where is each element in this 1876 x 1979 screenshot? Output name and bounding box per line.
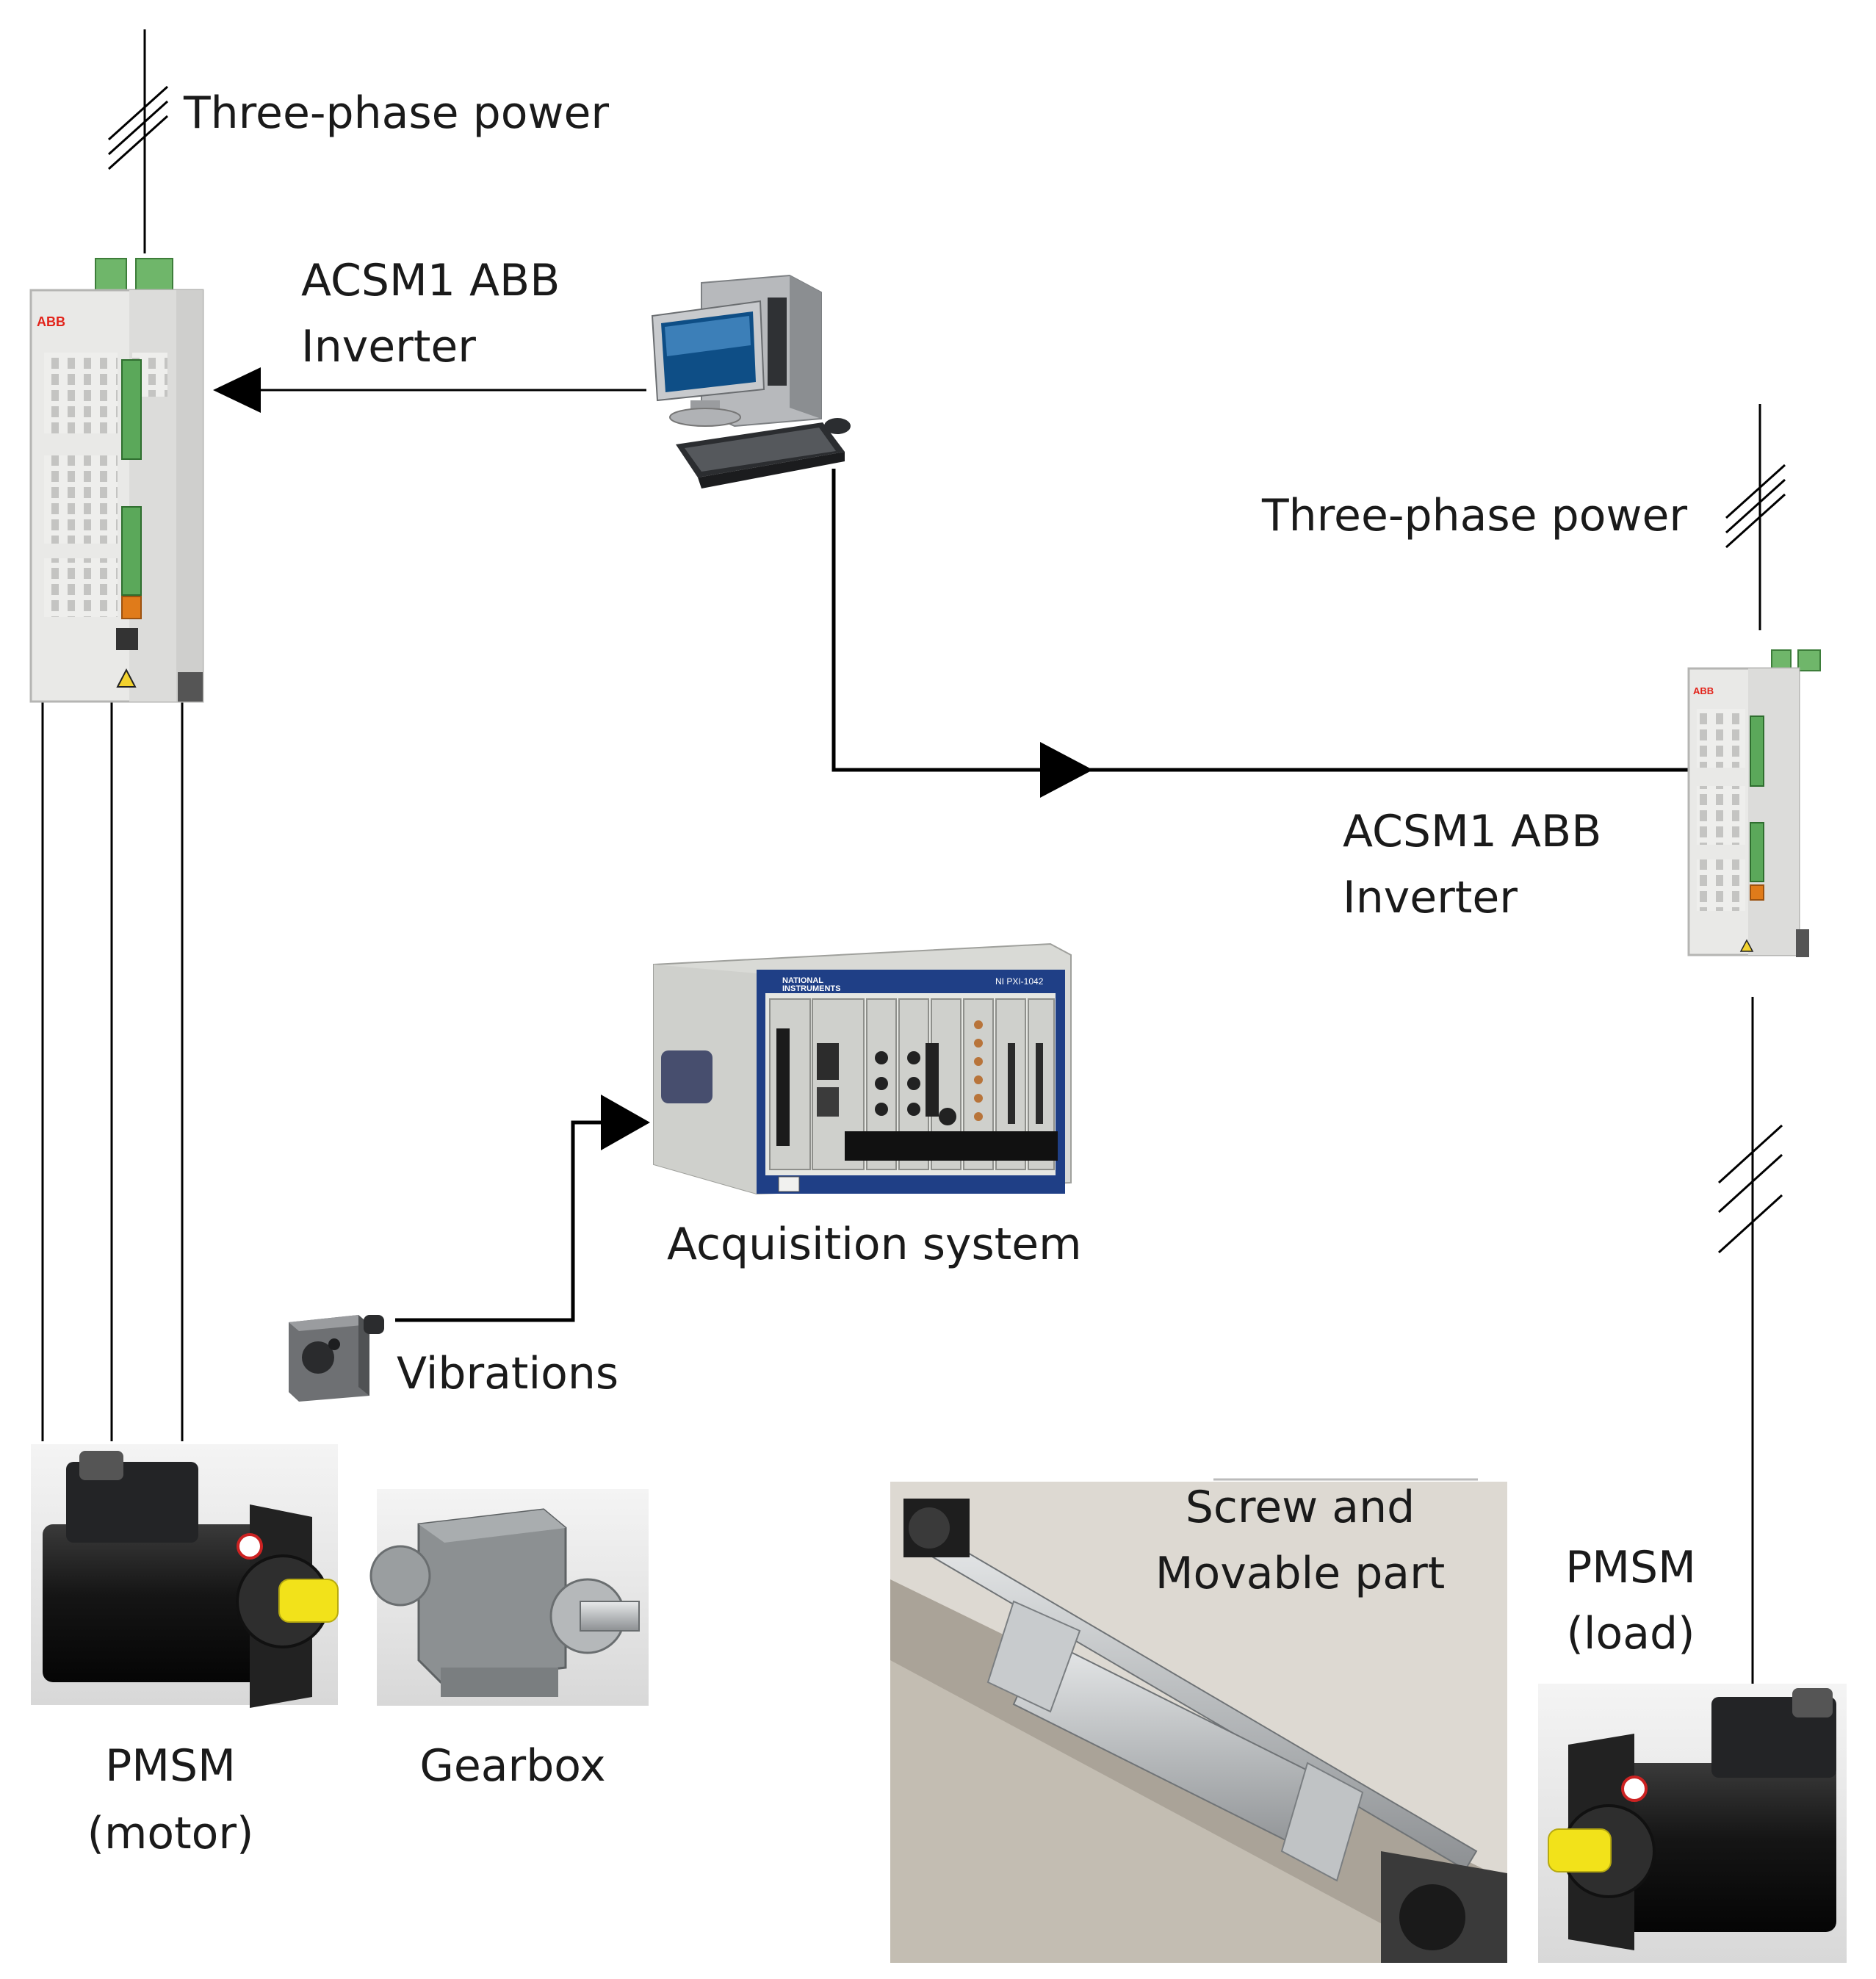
arrowhead-acquisition [601, 1095, 650, 1150]
pmsm-motor-label-line2: (motor) [87, 1808, 254, 1859]
pc-to-inverter-right-line [831, 469, 1699, 772]
ni-brand-line2: INSTRUMENTS [782, 984, 840, 993]
inverter-label-right-line2: Inverter [1343, 872, 1518, 923]
three-phase-hatch-load [1717, 1124, 1783, 1254]
three-phase-hatch-right [1725, 464, 1786, 549]
vibrations-label: Vibrations [397, 1348, 619, 1399]
screw-label-line1: Screw and [1185, 1482, 1415, 1533]
power-label-right: Three-phase power [1262, 490, 1688, 541]
ni-model: NI PXI-1042 [995, 976, 1044, 987]
three-phase-hatch-left [107, 85, 169, 170]
inverter-right-icon: ABB [1687, 649, 1821, 957]
connections [41, 29, 1786, 1684]
pmsm-load-label-line1: PMSM [1565, 1542, 1696, 1593]
gearbox-label: Gearbox [419, 1740, 606, 1792]
inverter-label-left-line1: ACSM1 ABB [301, 255, 560, 306]
inverter-label-left-line2: Inverter [301, 321, 476, 372]
power-label-left: Three-phase power [184, 87, 610, 139]
inverter-left-icon: ABB [29, 258, 204, 703]
screw-label-line2: Movable part [1155, 1548, 1446, 1599]
ni-brand-line1: NATIONAL [782, 976, 823, 985]
gearbox-icon [369, 1489, 649, 1706]
pmsm-load-label-line2: (load) [1566, 1608, 1695, 1659]
daq-chassis-icon: NATIONAL INSTRUMENTS NI PXI-1042 [653, 942, 1072, 1195]
screw-actuator-icon [890, 1482, 1507, 1963]
vibrations-to-acquisition-line [395, 1120, 611, 1322]
abb-logo-right: ABB [1693, 685, 1714, 696]
abb-logo-left: ABB [37, 314, 65, 329]
arrowhead-left-inverter [213, 367, 261, 413]
motor-phase-wires [41, 692, 184, 1441]
arrowhead-right-inverter [1040, 742, 1093, 798]
accelerometer-icon [289, 1315, 384, 1402]
inverter-label-right-line1: ACSM1 ABB [1343, 806, 1602, 857]
motor-icon-left [31, 1444, 339, 1708]
motor-icon-right [1538, 1684, 1847, 1963]
pmsm-motor-label-line1: PMSM [105, 1740, 236, 1792]
acquisition-label: Acquisition system [667, 1219, 1082, 1270]
pc-icon [651, 274, 851, 489]
